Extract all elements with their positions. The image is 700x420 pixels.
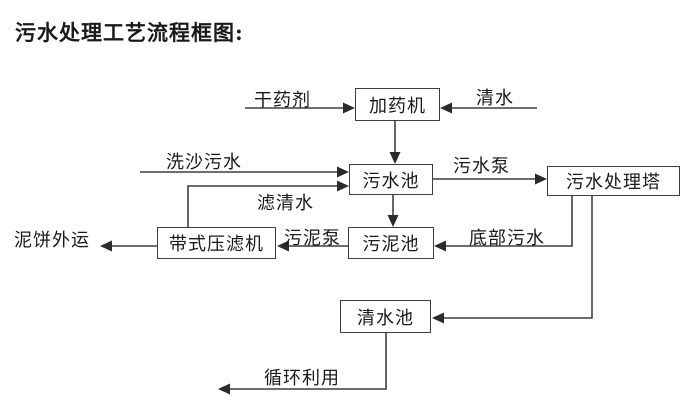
edge-tower-to-clean-pool: [432, 194, 593, 324]
node-sludge-pool: 污泥池: [348, 227, 434, 259]
label-filtered-water: 滤清水: [257, 193, 314, 214]
label-bottom-sewage: 底部污水: [469, 228, 545, 249]
node-clean-water-pool: 清水池: [340, 300, 431, 333]
label-recycle-use: 循环利用: [264, 368, 340, 389]
edge-sand-washing-sewage: [140, 166, 349, 178]
edge-dosing-to-sewage-pool: [389, 121, 401, 164]
label-sludge-pump: 污泥泵: [284, 228, 341, 249]
label-dry-agent: 干药剂: [254, 90, 311, 111]
edge-mud-cake-out: [100, 240, 157, 252]
label-sewage-pump: 污水泵: [453, 156, 510, 177]
edge-dry-agent: [245, 102, 355, 114]
edge-clean-water: [440, 102, 537, 114]
edge-sewage-to-sludge-pool: [387, 195, 399, 227]
label-clean-water: 清水: [476, 88, 514, 109]
label-sand-washing-sewage: 洗沙污水: [166, 152, 242, 173]
node-treatment-tower: 污水处理塔: [547, 166, 680, 196]
edge-filtered-water: [187, 180, 349, 227]
edge-recycle-use: [218, 333, 387, 395]
node-belt-filter-press: 带式压滤机: [157, 227, 276, 259]
node-sewage-pool: 污水池: [349, 164, 433, 195]
page-title: 污水处理工艺流程框图:: [15, 20, 244, 45]
edge-sludge-pump: [277, 240, 348, 252]
edge-sewage-pump: [433, 173, 547, 185]
edge-bottom-sewage: [434, 194, 573, 252]
label-mud-cake-out: 泥饼外运: [14, 230, 90, 251]
node-dosing-machine: 加药机: [355, 88, 440, 121]
